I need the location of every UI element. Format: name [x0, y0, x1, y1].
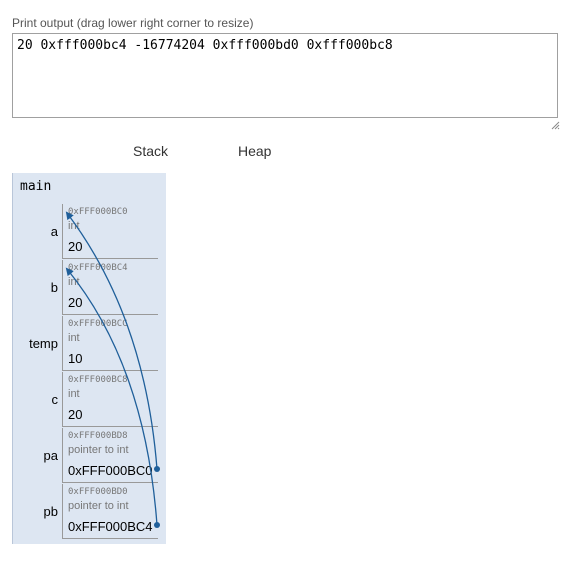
var-cell: 0xFFF000BCC int 10: [62, 316, 158, 371]
print-output-textarea[interactable]: 20 0xfff000bc4 -16774204 0xfff000bd0 0xf…: [12, 33, 558, 118]
stack-header: Stack: [133, 143, 169, 159]
var-value: 20: [68, 295, 83, 310]
stack-var-row-b: b 0xFFF000BC4 int 20: [13, 260, 167, 316]
var-type: pointer to int: [68, 444, 129, 456]
var-type: int: [68, 388, 80, 400]
var-type: pointer to int: [68, 500, 129, 512]
var-value: 0xFFF000BC4: [68, 519, 153, 534]
var-name: c: [51, 392, 59, 407]
var-cell: 0xFFF000BD0 pointer to int 0xFFF000BC4: [62, 484, 158, 539]
resize-grip-icon[interactable]: [551, 121, 560, 130]
var-name: pb: [43, 504, 58, 519]
var-cell: 0xFFF000BC4 int 20: [62, 260, 158, 315]
var-type: int: [68, 276, 80, 288]
stack-var-row-a: a 0xFFF000BC0 int 20: [13, 204, 167, 260]
stack-var-row-c: c 0xFFF000BC8 int 20: [13, 372, 167, 428]
var-address: 0xFFF000BD8: [68, 431, 128, 441]
var-address: 0xFFF000BCC: [68, 319, 128, 329]
var-name: temp: [29, 336, 58, 351]
var-type: int: [68, 332, 80, 344]
print-output-label: Print output (drag lower right corner to…: [12, 16, 254, 30]
var-cell: 0xFFF000BC0 int 20: [62, 204, 158, 259]
var-value: 10: [68, 351, 83, 366]
var-name: b: [50, 280, 58, 295]
var-name: a: [50, 224, 58, 239]
stack-var-row-pa: pa 0xFFF000BD8 pointer to int 0xFFF000BC…: [13, 428, 167, 484]
stack-var-row-pb: pb 0xFFF000BD0 pointer to int 0xFFF000BC…: [13, 484, 167, 540]
var-value: 0xFFF000BC0: [68, 463, 153, 478]
frame-name: main: [20, 179, 52, 194]
var-value: 20: [68, 239, 83, 254]
var-name: pa: [43, 448, 58, 463]
var-address: 0xFFF000BC8: [68, 375, 128, 385]
var-address: 0xFFF000BC0: [68, 207, 128, 217]
var-type: int: [68, 220, 80, 232]
stack-frame-main: main a 0xFFF000BC0 int 20 b 0xFFF000BC4 …: [12, 173, 166, 544]
var-cell: 0xFFF000BD8 pointer to int 0xFFF000BC0: [62, 428, 158, 483]
var-cell: 0xFFF000BC8 int 20: [62, 372, 158, 427]
stack-var-row-temp: temp 0xFFF000BCC int 10: [13, 316, 167, 372]
heap-header: Heap: [238, 143, 272, 159]
var-address: 0xFFF000BD0: [68, 487, 128, 497]
var-value: 20: [68, 407, 83, 422]
var-address: 0xFFF000BC4: [68, 263, 128, 273]
